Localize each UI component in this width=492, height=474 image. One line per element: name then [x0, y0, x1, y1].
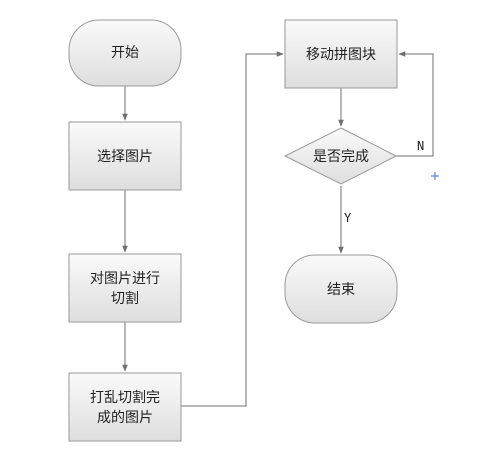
node-shuffle-pieces-label-line2: 成的图片 — [97, 410, 153, 426]
edge-label-no: N — [417, 139, 424, 153]
node-select-image-label: 选择图片 — [97, 149, 153, 165]
node-cut-image: 对图片进行 切割 — [68, 253, 182, 323]
node-end: 结束 — [284, 254, 398, 324]
edge-done-no-loop — [396, 51, 434, 157]
node-shuffle-pieces: 打乱切割完 成的图片 — [68, 372, 182, 442]
node-start: 开始 — [68, 19, 182, 87]
node-move-puzzle-label: 移动拼图块 — [306, 47, 376, 63]
edge-shuffle-to-move — [181, 51, 284, 407]
node-shuffle-pieces-label-line1: 打乱切割完 — [90, 389, 160, 406]
plus-marker-icon — [431, 172, 439, 180]
node-cut-image-label-line2: 切割 — [111, 290, 139, 307]
node-move-puzzle: 移动拼图块 — [284, 19, 398, 89]
node-is-complete: 是否完成 — [283, 127, 398, 185]
node-end-label: 结束 — [327, 282, 355, 298]
edge-label-yes: Y — [344, 211, 352, 225]
node-cut-image-label-line1: 对图片进行 — [90, 271, 160, 287]
node-select-image: 选择图片 — [68, 121, 182, 191]
node-start-label: 开始 — [111, 45, 139, 61]
node-is-complete-label: 是否完成 — [313, 149, 369, 165]
